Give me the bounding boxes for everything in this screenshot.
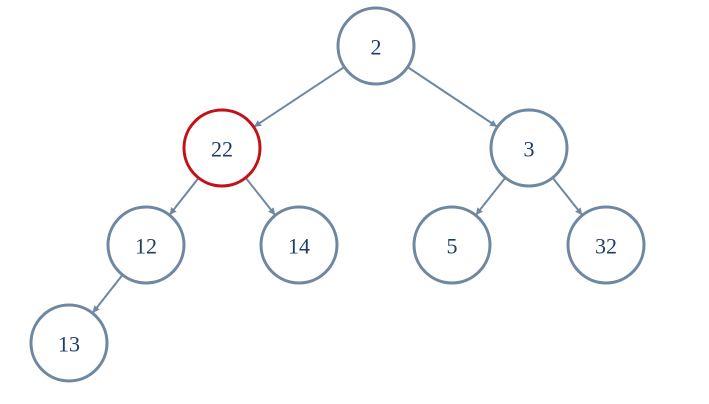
- tree-node-n13: 13: [29, 303, 109, 383]
- edges-layer: [92, 66, 583, 313]
- node-label: 32: [595, 234, 617, 259]
- node-circle: [106, 205, 186, 285]
- edge-arrow-n3-n5: [475, 177, 506, 216]
- edge-arrow-n22-n14: [245, 177, 276, 216]
- node-label: 14: [288, 234, 310, 259]
- edge-arrow-n3-n32: [552, 177, 583, 216]
- tree-node-n22: 22: [182, 108, 262, 188]
- node-label: 12: [135, 234, 157, 259]
- edge-arrow-n22-n12: [169, 178, 199, 215]
- edge-arrow-n2-n3: [407, 66, 498, 128]
- node-circle: [259, 205, 339, 285]
- node-circle: [489, 108, 569, 188]
- node-label: 5: [447, 234, 458, 259]
- node-circle: [29, 303, 109, 383]
- tree-node-n12: 12: [106, 205, 186, 285]
- tree-node-n5: 5: [412, 205, 492, 285]
- tree-node-n2: 2: [336, 6, 416, 86]
- node-circle: [412, 205, 492, 285]
- edge-arrow-n12-n13: [92, 275, 123, 313]
- node-circle: [336, 6, 416, 86]
- node-label: 3: [524, 137, 535, 162]
- node-label: 13: [58, 332, 80, 357]
- node-label: 22: [211, 137, 233, 162]
- tree-node-n32: 32: [566, 205, 646, 285]
- tree-node-n3: 3: [489, 108, 569, 188]
- edge-arrow-n2-n22: [253, 66, 345, 128]
- node-label: 2: [371, 35, 382, 60]
- node-circle: [566, 205, 646, 285]
- highlighted-node-circle: [182, 108, 262, 188]
- tree-node-n14: 14: [259, 205, 339, 285]
